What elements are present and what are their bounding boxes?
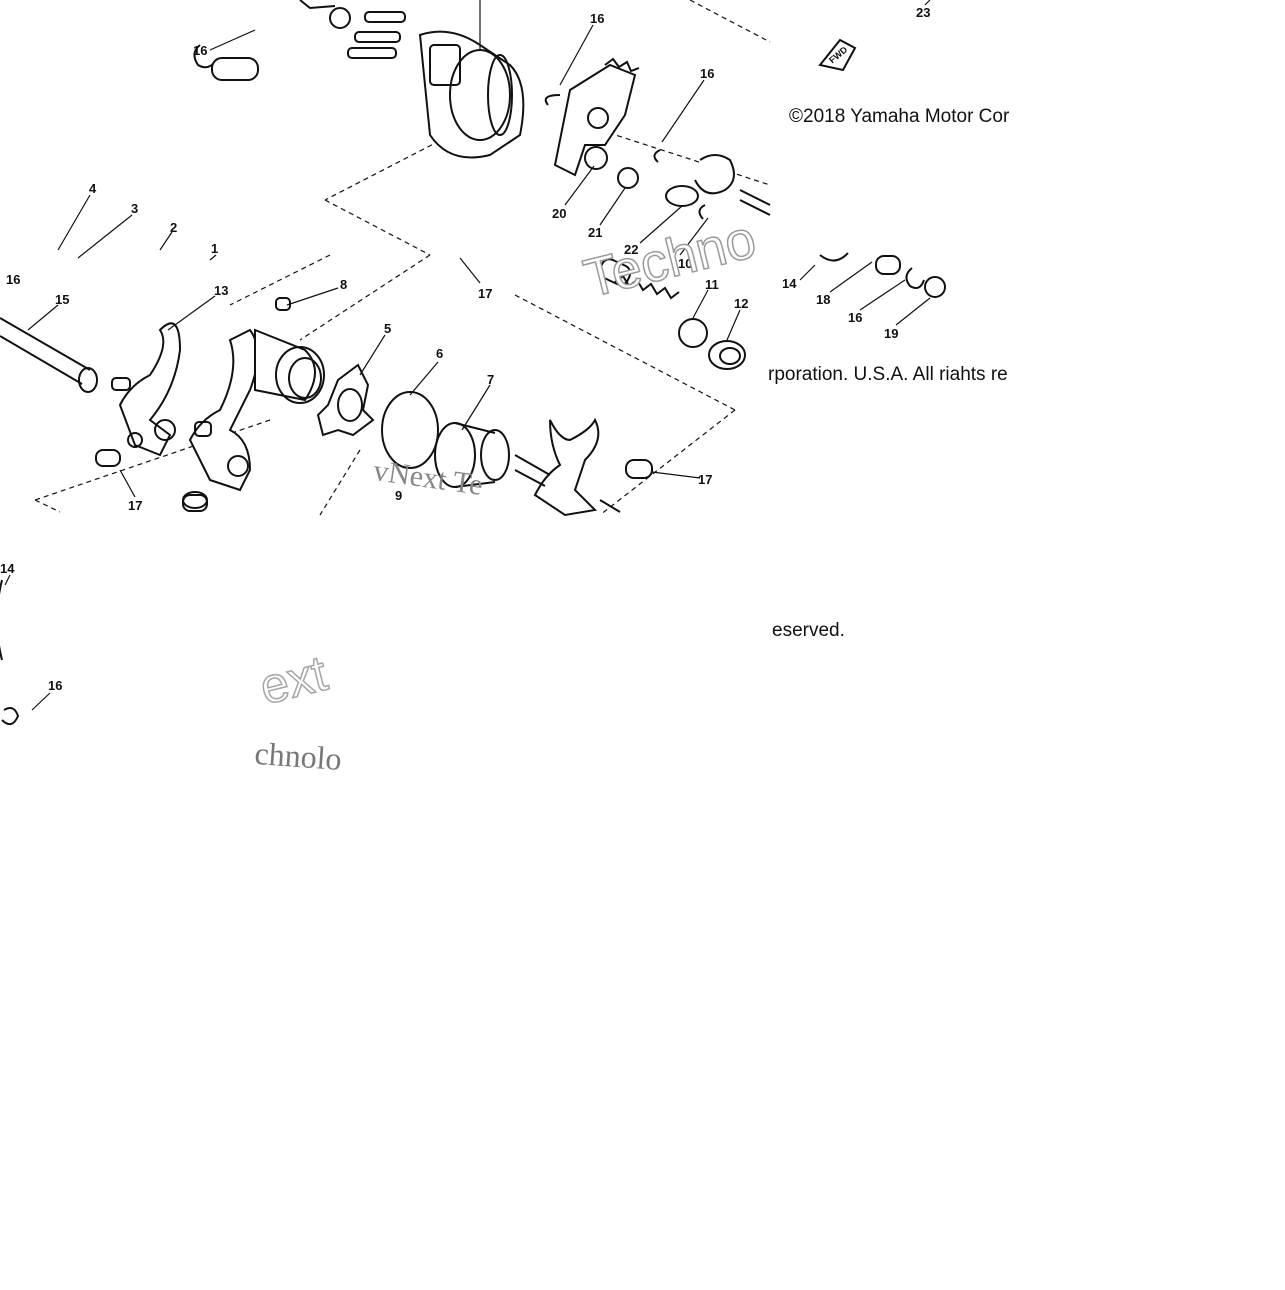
callout: 15 xyxy=(55,292,69,307)
callout: 14 xyxy=(0,561,15,576)
callout: 3 xyxy=(131,201,138,216)
star-plate xyxy=(316,363,375,437)
copyright-line-1: ©2018 Yamaha Motor Cor xyxy=(789,106,1010,127)
callout-numbers: 16 4 3 2 1 16 15 13 8 5 6 7 17 9 17 16 1… xyxy=(0,5,930,693)
callout: 16 xyxy=(848,310,862,325)
fwd-badge xyxy=(818,38,857,72)
shift-lever-assembly xyxy=(544,57,771,220)
callout: 4 xyxy=(89,181,97,196)
right-small-parts xyxy=(819,252,946,298)
callout: 13 xyxy=(214,283,228,298)
drum-collar xyxy=(254,297,325,404)
callout: 1 xyxy=(211,241,218,256)
callout: 16 xyxy=(48,678,62,693)
callout: 8 xyxy=(340,277,347,292)
shift-fork-13 xyxy=(111,322,182,457)
callout: 16 xyxy=(193,43,207,58)
circlip xyxy=(381,391,439,469)
copyright-line-3: eserved. xyxy=(772,620,845,641)
copyright-line-2: rporation. U.S.A. All riahts re xyxy=(768,364,1008,385)
spring-plug-assembly xyxy=(598,258,746,370)
lower-left-parts xyxy=(0,579,20,726)
callout: 11 xyxy=(705,277,719,292)
callout: 5 xyxy=(384,321,391,336)
callout: 9 xyxy=(395,488,402,503)
callout: 16 xyxy=(700,66,714,81)
callout: 17 xyxy=(128,498,142,513)
callout: 6 xyxy=(436,346,443,361)
shaft-upper-left xyxy=(193,44,259,81)
callout: 22 xyxy=(624,242,638,257)
callout: 2 xyxy=(170,220,177,235)
callout: 14 xyxy=(782,276,797,291)
shift-fork-right xyxy=(514,417,653,517)
shift-fork-middle xyxy=(182,328,259,509)
dowel-pins xyxy=(95,449,208,512)
bush xyxy=(434,422,510,488)
leader-lines xyxy=(4,0,931,711)
watermark-chnolo: chnolo xyxy=(253,735,343,777)
callout: 23 xyxy=(916,5,930,20)
callout: 17 xyxy=(478,286,492,301)
callout: 12 xyxy=(734,296,748,311)
shift-drum-top xyxy=(299,0,525,159)
callout: 17 xyxy=(698,472,712,487)
callout: 19 xyxy=(884,326,898,341)
callout: 20 xyxy=(552,206,566,221)
callout: 7 xyxy=(487,372,494,387)
callout: 16 xyxy=(6,272,20,287)
callout: 21 xyxy=(588,225,602,240)
callout: 18 xyxy=(816,292,830,307)
callout: 10 xyxy=(678,256,692,271)
callout: 16 xyxy=(590,11,604,26)
fork-shaft xyxy=(0,317,98,393)
